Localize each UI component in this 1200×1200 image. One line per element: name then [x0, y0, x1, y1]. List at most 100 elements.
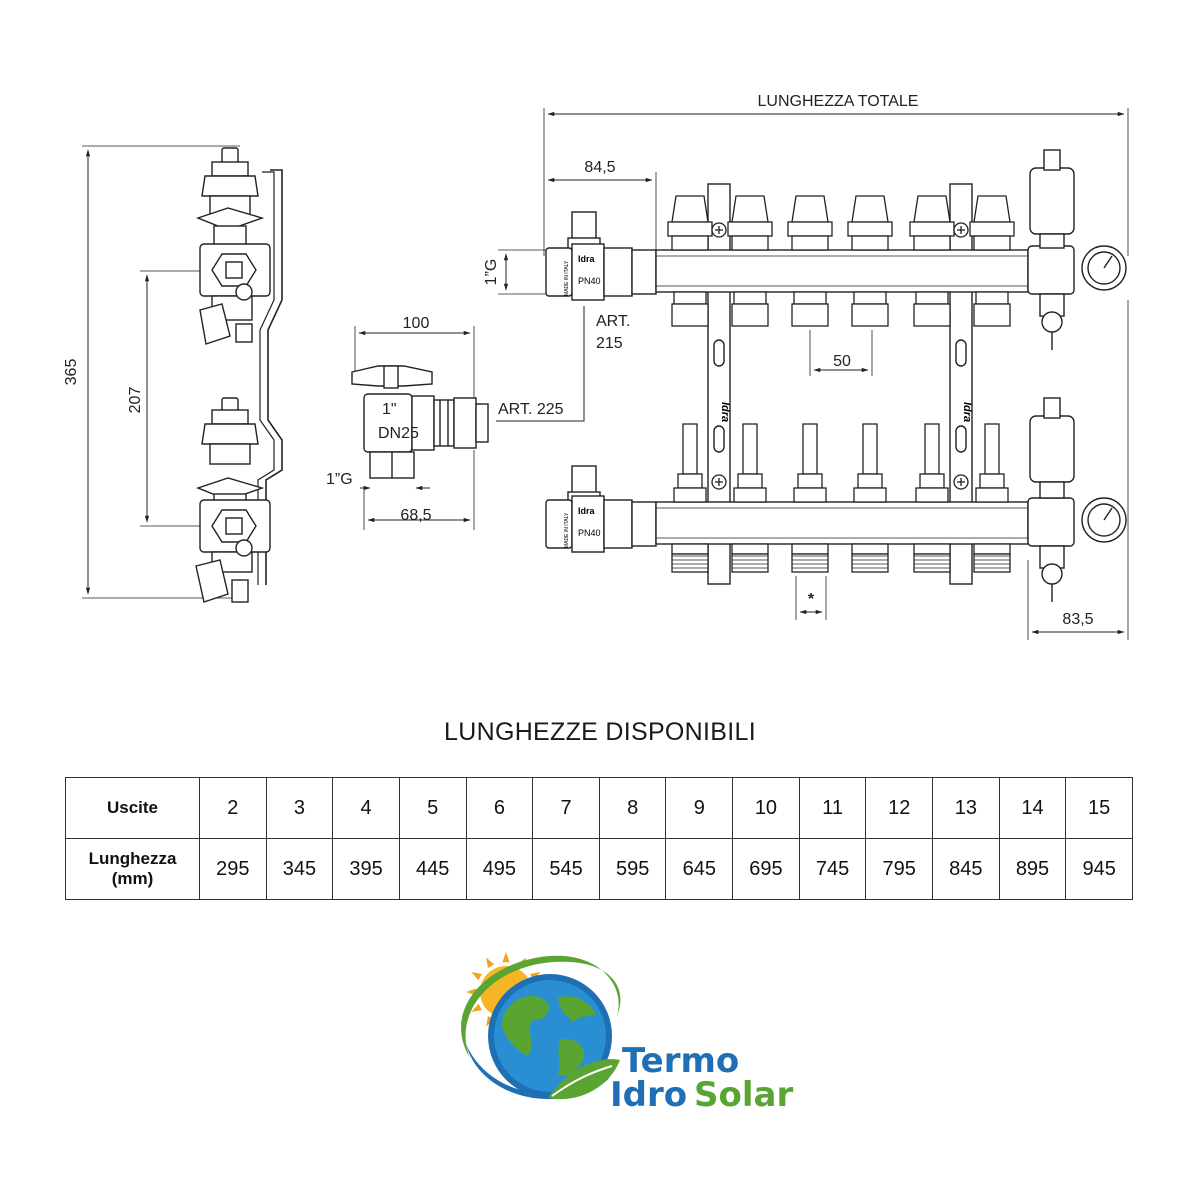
lockshield-stem: [984, 423, 1000, 475]
flowmeter-cap: [671, 195, 709, 223]
dim-star-label: *: [808, 591, 815, 608]
lengths-header-line2: (mm): [111, 869, 154, 888]
flowmeter-ring: [787, 221, 833, 237]
flowmeter-cap: [791, 195, 829, 223]
flowmeter-collar: [731, 235, 769, 251]
flowmeter-ring: [847, 221, 893, 237]
outlet-connector: [673, 291, 707, 305]
total-length-label: LUNGHEZZA TOTALE: [758, 93, 919, 110]
logo-word-termo: Termo: [622, 1041, 739, 1081]
outlet-connector: [733, 291, 767, 305]
length-mm-cell: 495: [465, 838, 534, 900]
outlet-count-cell: 14: [998, 777, 1067, 839]
lockshield-collar: [975, 487, 1009, 503]
dim-1g-vertical-label: 1”G: [483, 259, 500, 286]
termoidrosolar-logo: Termo Idro Solar: [461, 952, 793, 1115]
lockshield-stem: [742, 423, 758, 475]
length-mm-cell: 945: [1065, 838, 1133, 900]
sun-ray: [486, 957, 495, 969]
outlet-count-cell: 11: [798, 777, 867, 839]
length-mm-cell: 795: [865, 838, 934, 900]
available-lengths-title: LUNGHEZZE DISPONIBILI: [444, 718, 756, 746]
dim-207-label: 207: [127, 387, 144, 414]
outlet-count-cell: 8: [598, 777, 667, 839]
manifold-outlets: [667, 195, 1015, 573]
top-valve-made-in-mark: MADE IN ITALY: [564, 260, 570, 296]
outlet-count-cell: 9: [665, 777, 734, 839]
lockshield-body: [737, 473, 763, 489]
left-bracket-brand-mark: Idra: [719, 402, 731, 422]
length-mm-cell: 645: [665, 838, 734, 900]
dim-84-5-label: 84,5: [584, 159, 615, 176]
lockshield-body: [677, 473, 703, 489]
logo-word-idro: Idro: [610, 1075, 687, 1115]
outlet-connector: [851, 303, 889, 327]
outlet-count-cell: 4: [332, 777, 400, 839]
length-mm-cell: 695: [732, 838, 800, 900]
lockshield-stem: [802, 423, 818, 475]
length-mm-cell: 345: [265, 838, 334, 900]
flowmeter-collar: [851, 235, 889, 251]
sun-ray: [471, 972, 483, 981]
outlet-connector: [671, 303, 709, 327]
lengths-row-header: Lunghezza (mm): [65, 838, 200, 900]
sun-ray: [471, 1003, 483, 1012]
outlet-connector: [913, 303, 951, 327]
flowmeter-collar: [791, 235, 829, 251]
bottom-valve-pressure-mark: PN40: [578, 528, 601, 538]
flowmeter-collar: [671, 235, 709, 251]
outlet-thread: [791, 553, 829, 573]
art-215-line1: ART.: [596, 313, 630, 330]
outlet-thread: [913, 543, 951, 555]
outlet-count-cell: 12: [865, 777, 934, 839]
length-mm-cell: 445: [398, 838, 467, 900]
outlet-thread: [731, 553, 769, 573]
outlet-count-cell: 2: [199, 777, 267, 839]
length-mm-cell: 545: [532, 838, 600, 900]
top-valve-brand-mark: Idra: [578, 254, 596, 264]
outlet-thread: [973, 553, 1011, 573]
lockshield-body: [797, 473, 823, 489]
lockshield-collar: [673, 487, 707, 503]
globe-icon: [488, 974, 612, 1098]
lengths-header-line1: Lunghezza: [88, 849, 177, 868]
outlet-connector: [973, 303, 1011, 327]
outlet-thread: [851, 553, 889, 573]
outlet-connector: [975, 291, 1009, 305]
valve-dn-mark: DN25: [378, 425, 419, 442]
lockshield-body: [979, 473, 1005, 489]
sun-ray: [502, 952, 510, 963]
outlet-count-cell: 6: [465, 777, 534, 839]
lockshield-stem: [682, 423, 698, 475]
outlets-row-header: Uscite: [65, 777, 200, 839]
length-mm-cell: 745: [798, 838, 867, 900]
outlet-thread: [851, 543, 889, 555]
outlet-thread: [913, 553, 951, 573]
art-225-label: ART. 225: [498, 401, 564, 418]
flowmeter-ring: [969, 221, 1015, 237]
flowmeter-cap: [913, 195, 951, 223]
outlet-connector: [853, 291, 887, 305]
length-mm-cell: 295: [199, 838, 267, 900]
right-bracket-brand-mark: Idra: [961, 402, 973, 422]
outlet-count-cell: 7: [532, 777, 600, 839]
dim-1g-horizontal-label: 1”G: [326, 471, 353, 488]
lockshield-collar: [853, 487, 887, 503]
flowmeter-collar: [973, 235, 1011, 251]
dim-100-label: 100: [403, 315, 430, 332]
lockshield-collar: [733, 487, 767, 503]
outlet-thread: [791, 543, 829, 555]
flowmeter-cap: [851, 195, 889, 223]
lockshield-stem: [862, 423, 878, 475]
outlet-thread: [671, 543, 709, 555]
lockshield-stem: [924, 423, 940, 475]
outlet-thread: [671, 553, 709, 573]
valve-size-mark: 1": [382, 401, 397, 418]
outlet-count-cell: 3: [265, 777, 334, 839]
outlet-connector: [731, 303, 769, 327]
flowmeter-ring: [909, 221, 955, 237]
